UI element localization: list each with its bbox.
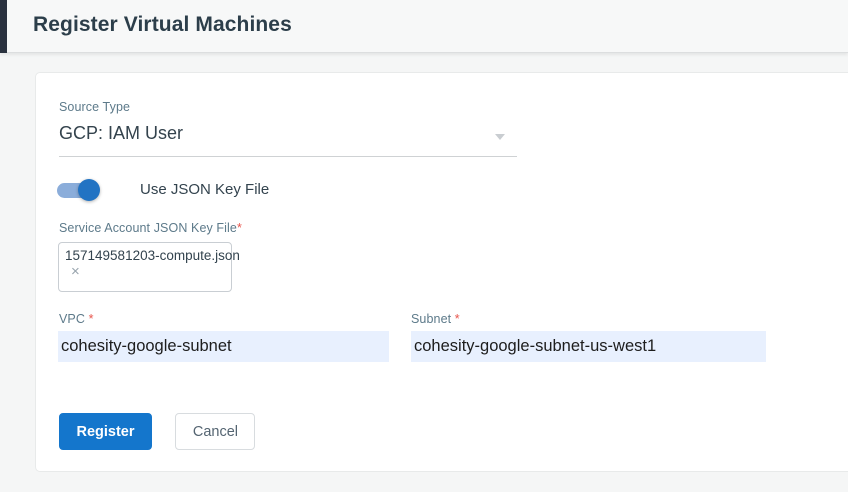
cancel-button[interactable]: Cancel <box>175 413 256 450</box>
remove-file-icon[interactable]: × <box>71 263 80 280</box>
subnet-label: Subnet * <box>411 312 460 326</box>
action-buttons: Register Cancel <box>59 413 256 450</box>
vpc-label-text: VPC <box>59 312 89 326</box>
source-type-value: GCP: IAM User <box>59 123 184 143</box>
register-form-card: Source Type GCP: IAM User Use JSON Key F… <box>35 72 848 472</box>
toggle-knob <box>78 179 100 201</box>
required-asterisk: * <box>236 221 242 235</box>
vpc-label: VPC * <box>59 312 94 326</box>
json-toggle-label: Use JSON Key File <box>140 181 270 198</box>
subnet-label-text: Subnet <box>411 312 455 326</box>
nav-sidebar-edge <box>0 0 7 53</box>
key-file-label-text: Service Account JSON Key File <box>59 221 237 235</box>
subnet-input[interactable] <box>411 331 766 362</box>
key-file-label: Service Account JSON Key File* <box>59 221 242 235</box>
chevron-down-icon <box>495 134 505 140</box>
page-header: Register Virtual Machines <box>0 0 848 53</box>
vpc-input[interactable] <box>58 331 389 362</box>
required-asterisk: * <box>88 312 94 326</box>
source-type-label: Source Type <box>59 100 131 114</box>
required-asterisk: * <box>454 312 460 326</box>
source-type-select[interactable]: GCP: IAM User <box>59 118 517 157</box>
register-button[interactable]: Register <box>59 413 152 450</box>
key-file-chip: 157149581203-compute.json × <box>58 242 240 292</box>
use-json-key-file-toggle[interactable] <box>57 179 100 201</box>
key-file-name: 157149581203-compute.json <box>65 248 240 263</box>
page-title: Register Virtual Machines <box>33 13 292 36</box>
